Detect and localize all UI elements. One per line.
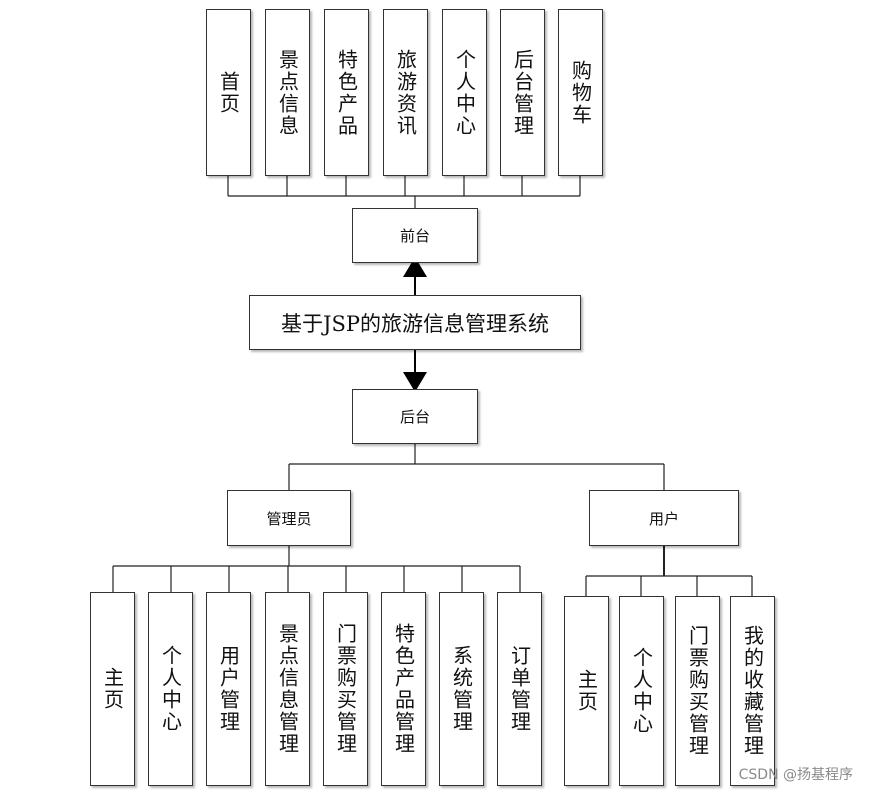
module-label: 订单管理 bbox=[507, 645, 532, 733]
backend-label: 后台 bbox=[399, 408, 430, 426]
frontend-module-personal-center: 个人中心 bbox=[442, 9, 487, 176]
module-label: 旅游资讯 bbox=[393, 48, 418, 137]
module-label: 首页 bbox=[216, 70, 241, 115]
frontend-tree-lines bbox=[227, 176, 581, 208]
system-title: 基于JSP的旅游信息管理系统 bbox=[281, 311, 549, 336]
module-label: 个人中心 bbox=[158, 645, 183, 733]
module-label: 后台管理 bbox=[510, 48, 535, 137]
module-label: 特色产品 bbox=[334, 48, 359, 137]
module-label: 系统管理 bbox=[449, 645, 474, 733]
admin-module-specialty-management: 特色产品管理 bbox=[381, 592, 426, 786]
frontend-module-home: 首页 bbox=[206, 9, 251, 176]
frontend-module-admin-link: 后台管理 bbox=[500, 9, 545, 176]
admin-label: 管理员 bbox=[266, 509, 312, 528]
admin-module-user-management: 用户管理 bbox=[206, 592, 251, 786]
admin-module-system-management: 系统管理 bbox=[439, 592, 484, 786]
frontend-label: 前台 bbox=[399, 227, 430, 245]
frontend-node: 前台 bbox=[352, 208, 478, 263]
module-label: 购物车 bbox=[568, 59, 593, 126]
admin-module-home: 主页 bbox=[90, 592, 135, 786]
user-module-favorites-management: 我的收藏管理 bbox=[730, 596, 775, 786]
user-module-personal-center: 个人中心 bbox=[619, 596, 664, 786]
user-label: 用户 bbox=[648, 509, 679, 528]
frontend-module-shopping-cart: 购物车 bbox=[558, 9, 603, 176]
module-label: 门票购买管理 bbox=[685, 625, 710, 757]
frontend-module-scenic-info: 景点信息 bbox=[265, 9, 310, 176]
module-label: 特色产品管理 bbox=[391, 623, 416, 755]
user-module-ticket-management: 门票购买管理 bbox=[675, 596, 720, 786]
module-label: 我的收藏管理 bbox=[740, 625, 765, 757]
module-label: 个人中心 bbox=[629, 647, 654, 735]
admin-module-scenic-info-management: 景点信息管理 bbox=[265, 592, 310, 786]
user-tree-lines bbox=[585, 546, 753, 596]
module-label: 主页 bbox=[574, 669, 599, 713]
module-label: 景点信息管理 bbox=[275, 623, 300, 755]
module-label: 主页 bbox=[100, 667, 125, 711]
user-node: 用户 bbox=[589, 490, 739, 546]
watermark-text: CSDN @扬基程序 bbox=[738, 767, 853, 783]
backend-tree-lines bbox=[288, 444, 665, 490]
backend-node: 后台 bbox=[352, 389, 478, 444]
admin-module-ticket-management: 门票购买管理 bbox=[323, 592, 368, 786]
admin-node: 管理员 bbox=[227, 490, 351, 546]
module-label: 用户管理 bbox=[216, 645, 241, 733]
frontend-module-specialty-products: 特色产品 bbox=[324, 9, 369, 176]
admin-module-order-management: 订单管理 bbox=[497, 592, 542, 786]
module-label: 门票购买管理 bbox=[333, 623, 358, 755]
module-label: 景点信息 bbox=[275, 48, 300, 137]
module-label: 个人中心 bbox=[452, 48, 477, 137]
system-title-node: 基于JSP的旅游信息管理系统 bbox=[249, 295, 581, 350]
admin-tree-lines bbox=[112, 546, 521, 592]
user-module-home: 主页 bbox=[564, 596, 609, 786]
frontend-module-travel-news: 旅游资讯 bbox=[383, 9, 428, 176]
admin-module-personal-center: 个人中心 bbox=[148, 592, 193, 786]
